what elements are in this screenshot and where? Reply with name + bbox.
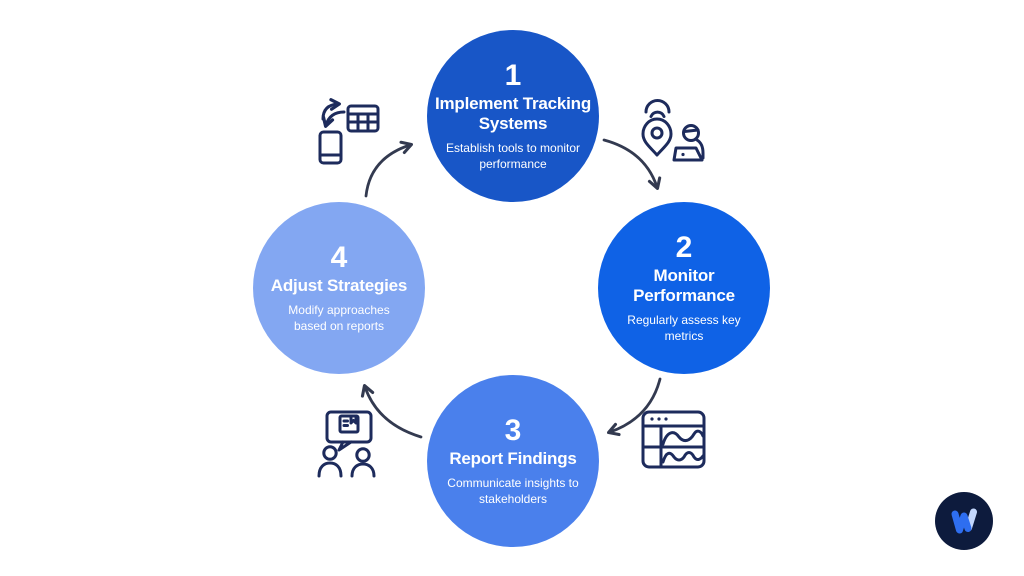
step-number: 2 <box>675 230 693 264</box>
analytics-window-icon <box>641 410 706 469</box>
location-tracking-icon <box>641 99 705 162</box>
device-sync-icon <box>318 98 380 165</box>
step-circle-monitor-performance: 2 Monitor Performance Regularly assess k… <box>598 202 770 374</box>
arrow-step1-to-step2 <box>602 138 662 191</box>
step-subtitle: Modify approaches based on reports <box>288 303 390 333</box>
step-title: Report Findings <box>449 449 577 469</box>
step-subtitle: Communicate insights to stakeholders <box>447 476 579 506</box>
step-circle-adjust-strategies: 4 Adjust Strategies Modify approaches ba… <box>253 202 425 374</box>
step-title: Adjust Strategies <box>270 276 408 296</box>
step-title: Implement Tracking Systems <box>434 94 592 134</box>
step-title: Monitor Performance <box>633 266 735 306</box>
presentation-discussion-icon <box>317 410 376 478</box>
step-circle-report-findings: 3 Report Findings Communicate insights t… <box>427 375 599 547</box>
arrow-step2-to-step3 <box>607 377 662 437</box>
step-number: 3 <box>504 413 522 447</box>
step-subtitle: Regularly assess key metrics <box>627 313 741 343</box>
brand-logo-w-icon <box>935 492 993 550</box>
step-number: 4 <box>330 240 348 274</box>
arrow-step4-to-step1 <box>364 140 414 198</box>
arrow-step3-to-step4 <box>360 384 423 439</box>
step-number: 1 <box>504 58 522 92</box>
step-subtitle: Establish tools to monitor performance <box>445 141 581 171</box>
step-circle-implement-tracking: 1 Implement Tracking Systems Establish t… <box>427 30 599 202</box>
